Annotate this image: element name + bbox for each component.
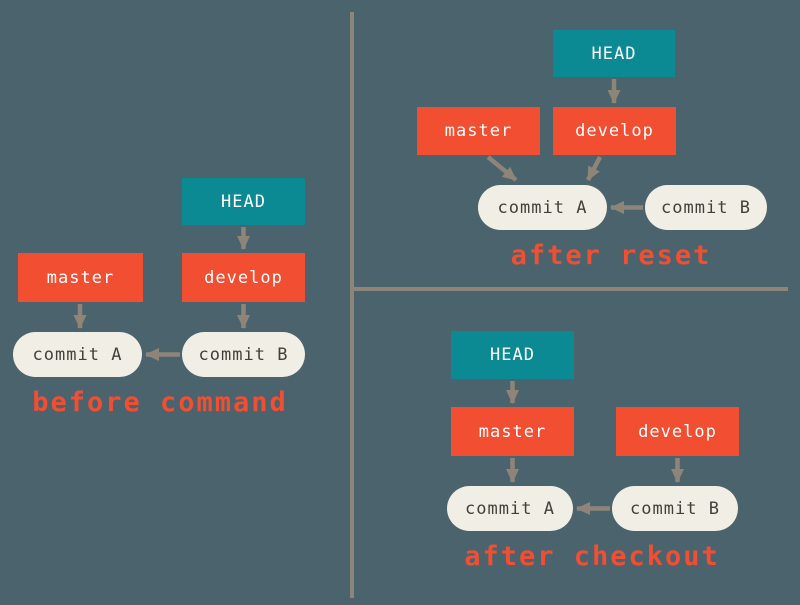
reset-arrow-develop-to-commit-a [586,155,602,182]
after-reset-caption: after reset [510,240,712,271]
reset-commit-a-pill: commit A [478,185,607,230]
reset-head-box: HEAD [553,30,675,77]
before-commit-a-pill: commit A [13,332,142,377]
horizontal-divider [352,287,788,291]
before-master-box: master [18,253,143,302]
before-commit-b-pill: commit B [182,332,305,377]
after-checkout-caption: after checkout [464,541,720,572]
reset-develop-box: develop [553,107,676,155]
reset-commit-b-pill: commit B [645,185,767,230]
reset-arrow-master-to-commit-a [486,155,518,182]
before-command-caption: before command [32,387,288,418]
before-head-box: HEAD [182,178,305,225]
reset-master-box: master [417,107,540,155]
vertical-divider [350,12,354,598]
before-develop-box: develop [182,253,305,302]
checkout-commit-b-pill: commit B [612,486,738,531]
checkout-master-box: master [451,407,574,456]
checkout-head-box: HEAD [451,331,574,379]
checkout-commit-a-pill: commit A [447,486,573,531]
checkout-develop-box: develop [616,407,739,456]
